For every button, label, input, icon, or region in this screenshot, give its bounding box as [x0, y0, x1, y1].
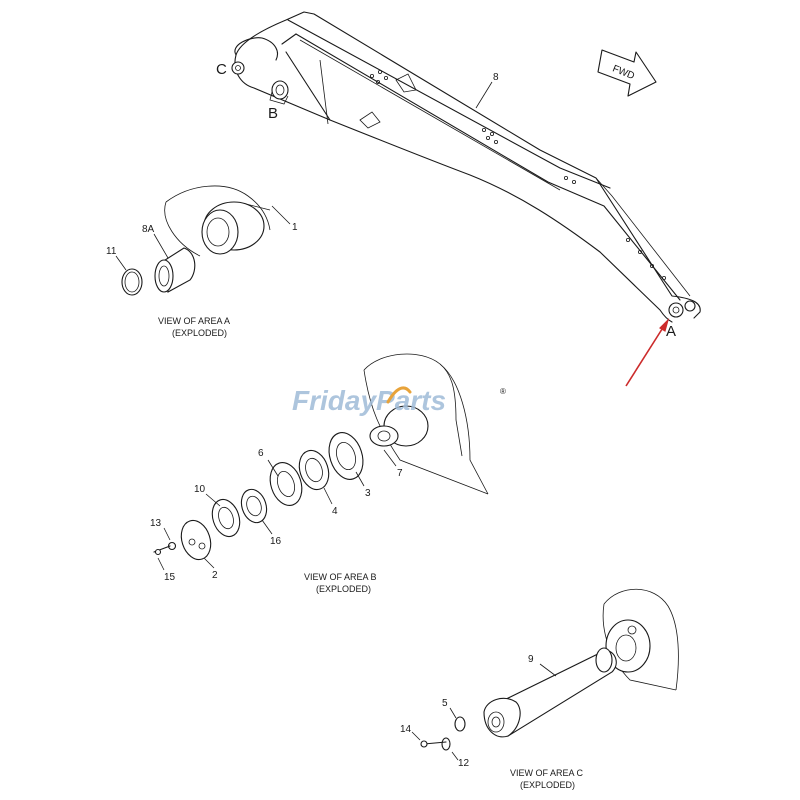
callout-8a: 8A	[142, 224, 155, 235]
view-area-b: 7 3 4 6 10 16 13 2 15 VIEW OF AREA B (EX…	[150, 353, 489, 594]
view-a-caption-line1: VIEW OF AREA A	[158, 316, 230, 326]
callout-1: 1	[292, 222, 298, 233]
red-pointer-arrow	[625, 317, 670, 387]
watermark-accent-swoosh	[386, 386, 412, 404]
view-b-caption-line1: VIEW OF AREA B	[304, 572, 377, 582]
callout-16: 16	[270, 536, 282, 547]
watermark-text: FridayParts	[292, 385, 446, 416]
watermark: FridayParts ®	[292, 385, 506, 416]
watermark-registered: ®	[500, 387, 506, 396]
forward-direction-arrow: FWD	[597, 49, 657, 97]
view-b-caption-line2: (EXPLODED)	[316, 584, 371, 594]
callout-15: 15	[164, 572, 176, 583]
callout-13: 13	[150, 518, 162, 529]
area-b-marker: B	[268, 105, 278, 122]
callout-12: 12	[458, 758, 470, 769]
callout-14: 14	[400, 724, 412, 735]
callout-7: 7	[397, 468, 403, 479]
callout-2: 2	[212, 570, 218, 581]
callout-5: 5	[442, 698, 448, 709]
callout-6: 6	[258, 448, 264, 459]
view-a-caption-line2: (EXPLODED)	[172, 328, 227, 338]
view-area-a: 1 8A 11 VIEW OF AREA A (EXPLODED)	[106, 185, 298, 338]
callout-3: 3	[365, 488, 371, 499]
callout-11: 11	[106, 246, 117, 257]
area-c-marker: C	[216, 61, 227, 78]
boom	[231, 11, 701, 323]
callout-4: 4	[332, 506, 338, 517]
view-c-caption-line1: VIEW OF AREA C	[510, 768, 584, 778]
callout-9: 9	[528, 654, 534, 665]
callout-8: 8	[493, 72, 499, 83]
fwd-label: FWD	[611, 63, 636, 82]
area-a-marker: A	[666, 323, 676, 340]
view-c-caption-line2: (EXPLODED)	[520, 780, 575, 790]
callout-10: 10	[194, 484, 206, 495]
view-area-c: 9 5 14 12 VIEW OF AREA C (EXPLODED)	[400, 588, 679, 790]
